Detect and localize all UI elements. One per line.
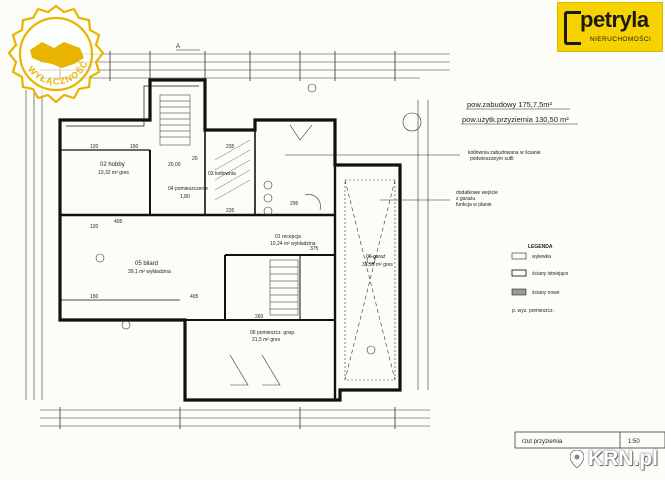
room-labels: 02 hobby 13,32 m² gres 03 kotłownia 04 p… xyxy=(98,162,393,343)
note-text: funkcja w planie xyxy=(456,202,492,208)
room-area: 33,95 m² gres xyxy=(362,262,393,268)
dimension-lines xyxy=(25,51,450,429)
plan-notes: kotłownia zabudowana w ścianie podwiesza… xyxy=(285,150,541,208)
svg-text:1,80: 1,80 xyxy=(180,194,190,200)
plan-title: rzut przyziemia xyxy=(522,439,563,445)
room-label: 03 kotłownia xyxy=(208,171,236,177)
svg-text:120: 120 xyxy=(90,224,99,230)
legend-title: LEGENDA xyxy=(528,244,553,250)
room-area: 13,32 m² gres xyxy=(98,170,129,176)
plan-scale: 1:50 xyxy=(628,439,640,445)
legend: LEGENDA wylewka ściany istniejące ściany… xyxy=(511,244,569,314)
svg-text:405: 405 xyxy=(114,219,123,225)
svg-text:wylewka: wylewka xyxy=(532,254,551,260)
note-text: dodatkowe wejście xyxy=(456,190,498,196)
svg-text:150: 150 xyxy=(130,144,139,150)
garage-markings xyxy=(95,83,422,386)
brand-logo: petryla NIERUCHOMOŚCI xyxy=(557,2,663,52)
svg-text:ściany nowe: ściany nowe xyxy=(532,290,560,296)
svg-text:150: 150 xyxy=(90,294,99,300)
location-pin-icon xyxy=(570,450,584,468)
svg-text:235: 235 xyxy=(226,144,235,150)
svg-text:235: 235 xyxy=(226,208,235,214)
hatching xyxy=(214,139,251,201)
watermark: KRN.pl xyxy=(566,440,664,478)
room-label: 06 garaż xyxy=(366,254,386,260)
stairs xyxy=(159,94,299,316)
room-label: 06 pomieszcz. gosp. xyxy=(250,330,296,336)
walls xyxy=(58,78,402,402)
brand-subtitle: NIERUCHOMOŚCI xyxy=(590,36,652,43)
area-summary: pow.zabudowy 175,7,5m² pow.użytk.przyzie… xyxy=(461,100,578,125)
room-label: 04 pomieszczenie xyxy=(168,186,208,192)
svg-text:120: 120 xyxy=(90,144,99,150)
svg-text:20: 20 xyxy=(192,156,198,162)
room-label: 02 hobby xyxy=(100,162,125,168)
note-text: kotłownia zabudowana w ścianie xyxy=(468,150,541,156)
watermark-text: KRN.pl xyxy=(588,447,658,470)
room-area: 39,1 m² wykładzina xyxy=(128,269,171,275)
area-built: pow.zabudowy 175,7,5m² xyxy=(467,100,553,109)
svg-text:405: 405 xyxy=(190,294,199,300)
svg-text:p. wys. pomieszcz.: p. wys. pomieszcz. xyxy=(512,308,554,314)
title-block: rzut przyziemia 1:50 xyxy=(514,431,665,449)
section-marker: A xyxy=(176,44,180,50)
area-usable: pow.użytk.przyziemia 130,50 m² xyxy=(462,115,569,124)
room-label: 01 recepcja xyxy=(275,234,301,240)
room-area: 10,24 m² wykładzina xyxy=(270,241,316,247)
svg-text:20,00: 20,00 xyxy=(168,162,181,168)
svg-text:260: 260 xyxy=(255,314,264,320)
exclusivity-badge: WYŁĄCZNOŚĆ xyxy=(7,4,105,104)
brand-name: petryla xyxy=(580,7,649,32)
handshake-icon xyxy=(30,42,84,68)
note-text: z garażu xyxy=(456,196,475,202)
dimension-numbers: 120 150 235 20 405 295 375 150 405 260 1… xyxy=(90,144,319,320)
svg-text:375: 375 xyxy=(310,246,319,252)
room-area: 21,5 m² gres xyxy=(252,337,281,343)
note-text: podwieszanym sufit xyxy=(470,156,514,162)
svg-text:295: 295 xyxy=(290,201,299,207)
room-label: 05 bilard xyxy=(135,261,158,267)
svg-text:ściany istniejące: ściany istniejące xyxy=(532,271,569,277)
logo-mark-icon xyxy=(564,11,581,45)
